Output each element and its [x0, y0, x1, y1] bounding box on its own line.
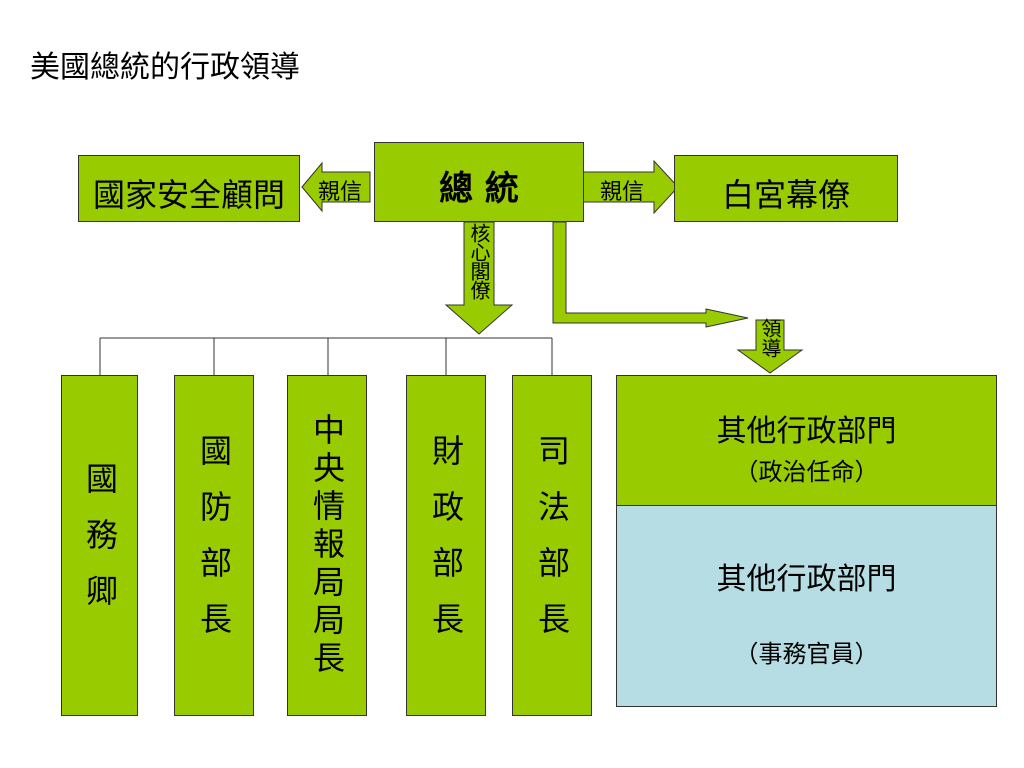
- cabinet-box-state: 國務卿: [61, 375, 138, 716]
- arrow-down-core: [444, 221, 514, 335]
- cabinet-label: 中央情報局局長: [308, 412, 346, 679]
- core-label: 核心閣僚: [467, 223, 491, 299]
- other-career-box: 其他行政部門 （事務官員）: [616, 505, 997, 707]
- whitehouse-label: 白宮幕僚: [721, 176, 850, 214]
- cabinet-label: 國防部長: [195, 433, 233, 658]
- other-political-box: 其他行政部門 （政治任命）: [616, 375, 997, 506]
- cabinet-box-defense: 國防部長: [174, 375, 254, 716]
- arrow-bent-path: [552, 221, 749, 328]
- arrow-left-label: 親信: [318, 180, 363, 205]
- nsa-box: 國家安全顧問: [78, 155, 300, 222]
- arrow-right-label: 親信: [600, 180, 645, 205]
- cabinet-label: 財政部長: [427, 433, 465, 658]
- page-title: 美國總統的行政領導: [30, 50, 300, 85]
- arrow-right: [581, 159, 679, 215]
- lead-label: 領導: [758, 318, 782, 358]
- president-box: 總 統: [374, 142, 584, 222]
- other-political-sub: （政治任命）: [734, 458, 879, 486]
- cabinet-box-treasury: 財政部長: [406, 375, 486, 716]
- cabinet-bracket: [99, 337, 553, 375]
- whitehouse-box: 白宮幕僚: [674, 155, 898, 222]
- other-political-title: 其他行政部門: [716, 414, 897, 449]
- cabinet-label: 司法部長: [533, 433, 571, 658]
- cabinet-label: 國務卿: [81, 461, 119, 630]
- nsa-label: 國家安全顧問: [92, 176, 285, 214]
- cabinet-box-cia: 中央情報局局長: [287, 375, 367, 716]
- other-career-sub: （事務官員）: [734, 640, 879, 668]
- arrow-down-lead: [736, 319, 804, 374]
- other-career-title: 其他行政部門: [716, 562, 897, 597]
- arrow-left: [301, 161, 371, 213]
- president-label: 總 統: [439, 169, 519, 209]
- cabinet-box-justice: 司法部長: [512, 375, 592, 716]
